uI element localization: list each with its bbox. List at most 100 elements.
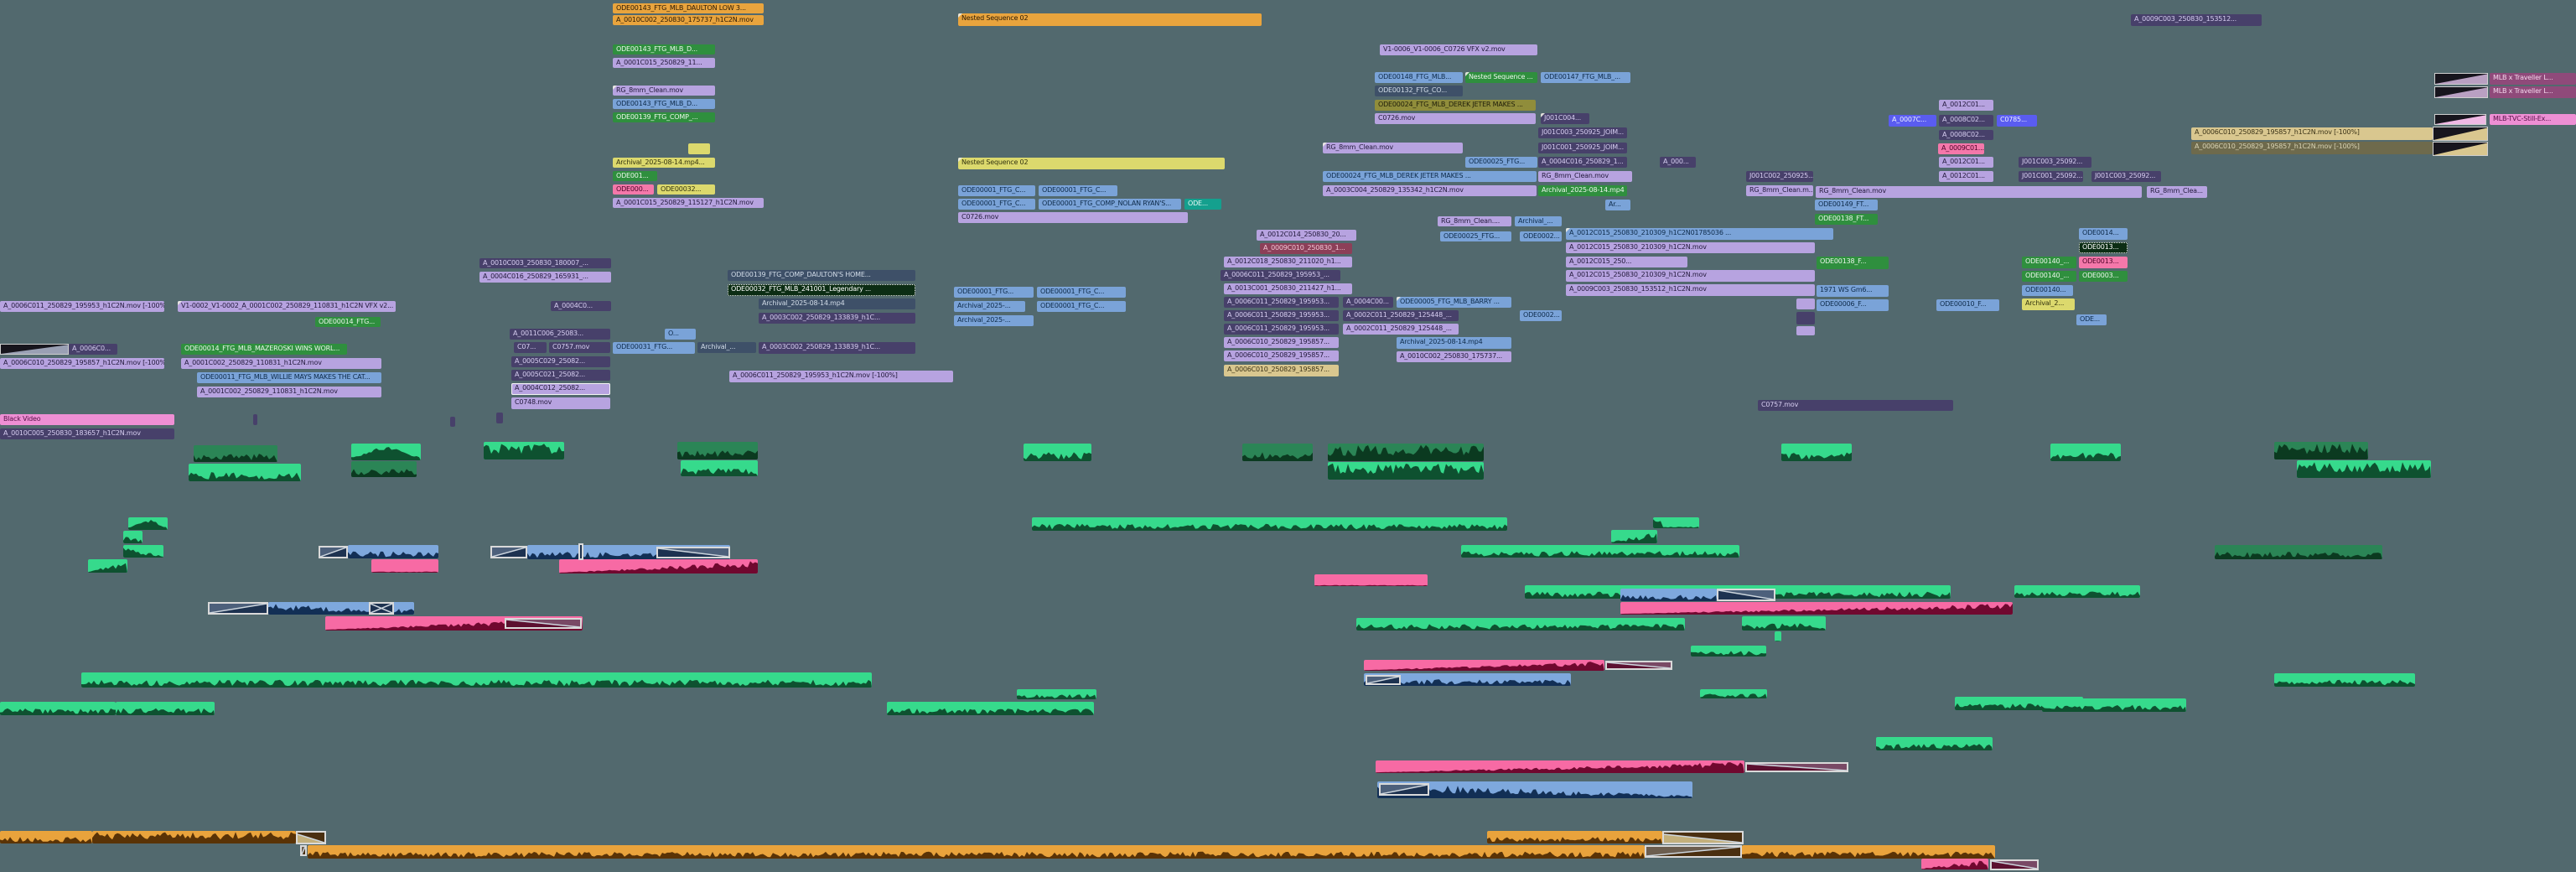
audio-clip[interactable] <box>1024 444 1091 461</box>
audio-clip[interactable] <box>1377 781 1692 798</box>
video-clip[interactable]: A_0012C014_250830_20... <box>1257 230 1356 241</box>
audio-clip[interactable] <box>1314 574 1428 586</box>
video-clip[interactable]: Archival_2025-08-14.mp4 <box>1538 185 1627 196</box>
video-clip[interactable]: ODE00025_FTG... <box>1465 157 1537 168</box>
video-thumbnail-clip[interactable] <box>2434 73 2488 85</box>
fade-selected-clip[interactable] <box>208 602 268 615</box>
audio-clip[interactable] <box>1781 444 1852 461</box>
video-clip[interactable]: ODE00001_FTG_C... <box>958 199 1035 210</box>
audio-clip[interactable] <box>88 559 127 573</box>
video-clip[interactable]: A_0001C002_250829_110831_h1C2N.mov <box>197 387 381 397</box>
audio-clip[interactable] <box>2042 698 2186 712</box>
video-clip[interactable] <box>1796 326 1815 335</box>
audio-clip[interactable] <box>394 602 414 615</box>
video-thumbnail-clip[interactable] <box>2434 86 2488 98</box>
video-clip[interactable]: ODE00139_FTG_COMP_... <box>613 112 715 122</box>
video-clip[interactable]: A_0004C012_25082... <box>511 383 610 395</box>
audio-clip[interactable] <box>1364 660 1604 671</box>
selected-clip-sliver[interactable] <box>578 543 583 560</box>
audio-clip[interactable] <box>351 444 421 460</box>
video-clip[interactable]: A_0004C016_250829_1... <box>1538 157 1627 168</box>
audio-clip[interactable] <box>887 702 1094 715</box>
audio-clip[interactable] <box>0 702 116 715</box>
video-clip[interactable]: A_0002C011_250829_125448_... <box>1343 324 1459 335</box>
audio-clip[interactable] <box>1364 673 1571 686</box>
video-clip[interactable]: ODE00005_FTG_MLB_BARRY ... <box>1397 297 1511 308</box>
video-clip[interactable]: ODE00032... <box>657 184 715 195</box>
audio-clip[interactable] <box>116 702 215 715</box>
video-clip[interactable] <box>450 417 455 427</box>
video-clip[interactable]: C07... <box>514 342 547 353</box>
video-clip[interactable]: A_0008C02... <box>1939 130 1993 140</box>
audio-clip[interactable] <box>194 445 277 462</box>
video-clip[interactable]: ODE00140_... <box>2022 257 2076 268</box>
video-clip[interactable]: A_0001C015_250829_11... <box>613 58 715 68</box>
video-clip[interactable]: Nested Sequence 02 <box>958 158 1225 169</box>
video-clip[interactable]: RG_8mm_Clean.... <box>1438 216 1511 226</box>
audio-clip[interactable] <box>2274 673 2415 687</box>
video-clip[interactable]: J001C001_25092... <box>2019 171 2083 182</box>
audio-clip[interactable] <box>1620 589 1717 601</box>
video-clip[interactable]: A_0006C010_250829_195857_h1C2N.mov [-100… <box>0 358 164 369</box>
video-clip[interactable]: ODE00140_... <box>2022 271 2076 282</box>
video-clip[interactable]: ODE00143_FTG_MLB_D... <box>613 44 715 54</box>
video-clip[interactable]: A_0012C015_250830_210309_h1C2N.mov <box>1566 270 1815 282</box>
audio-clip[interactable] <box>1487 831 1662 843</box>
video-clip[interactable]: A_0006C010_250829_195857_h1C2N.mov [-100… <box>2191 127 2433 140</box>
video-clip[interactable]: 1971 WS Gm6... <box>1817 285 1889 297</box>
video-clip[interactable]: A_0009C01... <box>1938 143 1984 154</box>
video-clip[interactable]: Black Video <box>0 414 174 425</box>
video-clip[interactable]: ODE00024_FTG_MLB_DEREK JETER MAKES ... <box>1375 100 1536 111</box>
video-clip[interactable]: A_0006C011_250829_195953_h1C2N.mov [-100… <box>0 301 164 312</box>
fade-selected-clip[interactable] <box>1745 762 1848 772</box>
video-clip[interactable] <box>253 414 257 425</box>
video-clip[interactable]: A_0003C002_250829_133839_h1C... <box>759 313 915 324</box>
video-clip[interactable]: ODE00024_FTG_MLB_DEREK JETER MAKES ... <box>1323 171 1537 182</box>
video-clip[interactable]: A_0007C... <box>1889 115 1936 127</box>
fade-selected-clip[interactable] <box>505 618 582 629</box>
video-clip[interactable]: A_0010C002_250830_175737... <box>1397 351 1511 362</box>
video-clip[interactable]: Archival_2025-08-14.mp4... <box>613 158 715 168</box>
video-clip[interactable]: ODE00025_FTG... <box>1440 231 1511 241</box>
video-clip[interactable]: A_000... <box>1660 157 1696 168</box>
fade-selected-clip[interactable] <box>1379 783 1429 796</box>
video-clip[interactable]: A_0013C001_250830_211427_h1... <box>1224 283 1352 294</box>
video-clip[interactable] <box>1796 298 1815 309</box>
video-clip[interactable]: A_0006C0... <box>69 344 117 355</box>
audio-clip[interactable] <box>2050 444 2121 461</box>
video-clip[interactable]: ODE0013... <box>2079 242 2128 253</box>
video-clip[interactable]: ODE00006_F... <box>1817 299 1889 311</box>
video-clip[interactable]: RG_8mm_Clean.m... <box>1746 185 1813 196</box>
video-clip[interactable]: ODE... <box>2076 314 2107 325</box>
audio-clip[interactable] <box>0 831 92 843</box>
video-clip[interactable]: C0726.mov <box>1375 113 1536 124</box>
video-clip[interactable]: A_0011C006_25083... <box>510 329 610 340</box>
crossfade-selected-clip[interactable] <box>369 602 394 615</box>
audio-clip[interactable] <box>677 442 758 459</box>
audio-clip[interactable] <box>123 545 163 558</box>
video-clip[interactable]: A_0006C011_250829_195953_h1C2N.mov [-100… <box>729 371 953 382</box>
fade-selected-clip[interactable] <box>300 845 307 856</box>
fade-selected-clip[interactable] <box>1366 675 1401 685</box>
video-clip[interactable]: ODE0002... <box>1520 231 1562 241</box>
fade-selected-clip[interactable] <box>1605 661 1672 670</box>
video-clip[interactable]: V1-0002_V1-0002_A_0001C002_250829_110831… <box>178 301 396 312</box>
audio-clip[interactable] <box>1611 530 1657 543</box>
video-clip[interactable]: J001C002_250925... <box>1746 171 1813 182</box>
video-clip[interactable]: ODE00139_FTG_COMP_DAULTON'S HOME... <box>728 270 915 281</box>
video-clip[interactable]: Archival_... <box>1515 216 1562 226</box>
audio-clip[interactable] <box>81 672 872 688</box>
video-clip[interactable]: A_0002C011_250829_125448_... <box>1343 310 1459 321</box>
audio-clip[interactable] <box>1700 689 1767 698</box>
video-thumbnail-clip[interactable] <box>2433 142 2488 156</box>
fade-selected-clip[interactable] <box>1662 831 1744 844</box>
video-clip[interactable]: ODE00001_FTG_COMP_NOLAN RYAN'S... <box>1039 199 1181 210</box>
video-clip[interactable]: ODE00001_FTG... <box>954 287 1034 298</box>
video-clip[interactable]: ODE00031_FTG... <box>613 342 695 354</box>
fade-selected-clip[interactable] <box>1990 859 2039 870</box>
audio-clip[interactable] <box>681 460 758 476</box>
video-clip[interactable]: A_0005C029_25082... <box>511 356 610 367</box>
video-clip[interactable]: A_0010C003_250830_180007_... <box>479 258 611 268</box>
audio-clip[interactable] <box>2297 460 2431 478</box>
video-clip[interactable]: J001C001_250925_JOIM... <box>1538 143 1627 153</box>
